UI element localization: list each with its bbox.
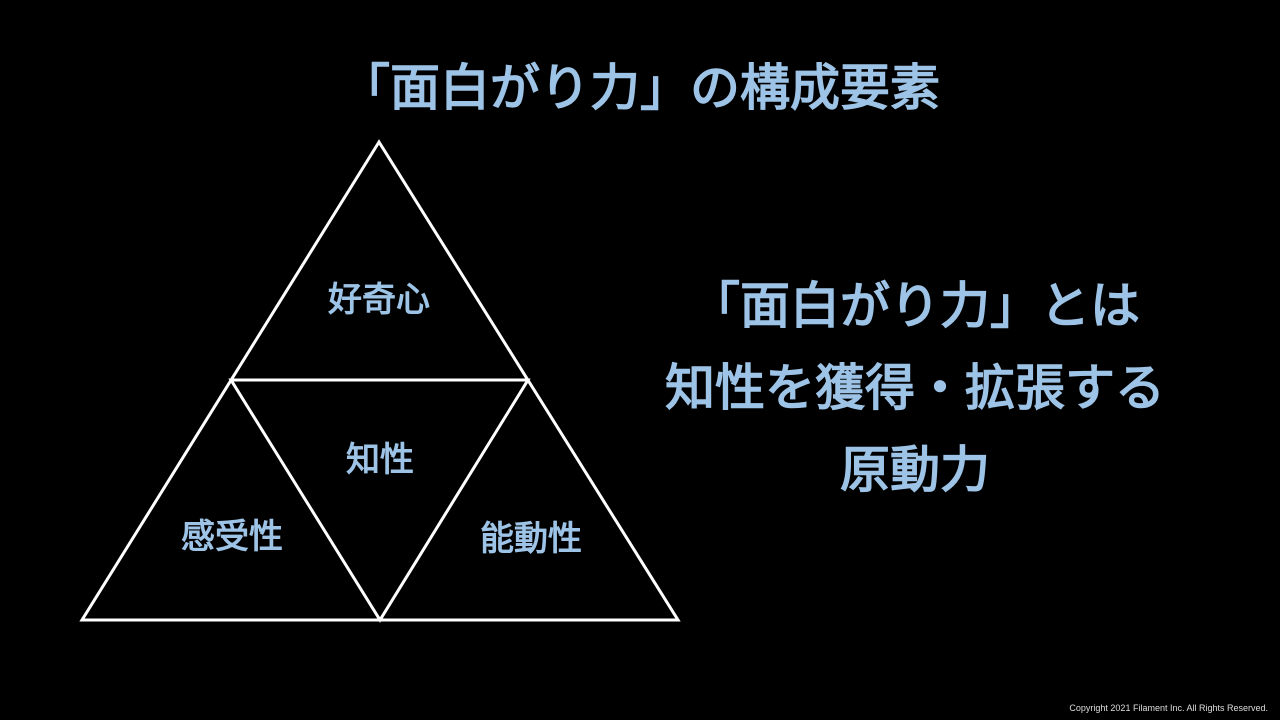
definition-line: 知性を獲得・拡張する [665, 359, 1165, 417]
slide-title: 「面白がり力」の構成要素 [340, 59, 940, 117]
pyramid-label-top: 好奇心 [328, 280, 430, 320]
pyramid-label-right: 能動性 [480, 519, 582, 559]
pyramid-label-center: 知性 [346, 440, 414, 480]
inner-triangle [228, 378, 531, 623]
definition-line: 原動力 [840, 441, 990, 499]
copyright-notice: Copyright 2021 Filament Inc. All Rights … [1069, 703, 1268, 713]
definition-text: 「面白がり力」とは 知性を獲得・拡張する 原動力 [600, 265, 1230, 511]
pyramid-label-left: 感受性 [181, 517, 283, 557]
definition-line: 「面白がり力」とは [690, 277, 1140, 335]
